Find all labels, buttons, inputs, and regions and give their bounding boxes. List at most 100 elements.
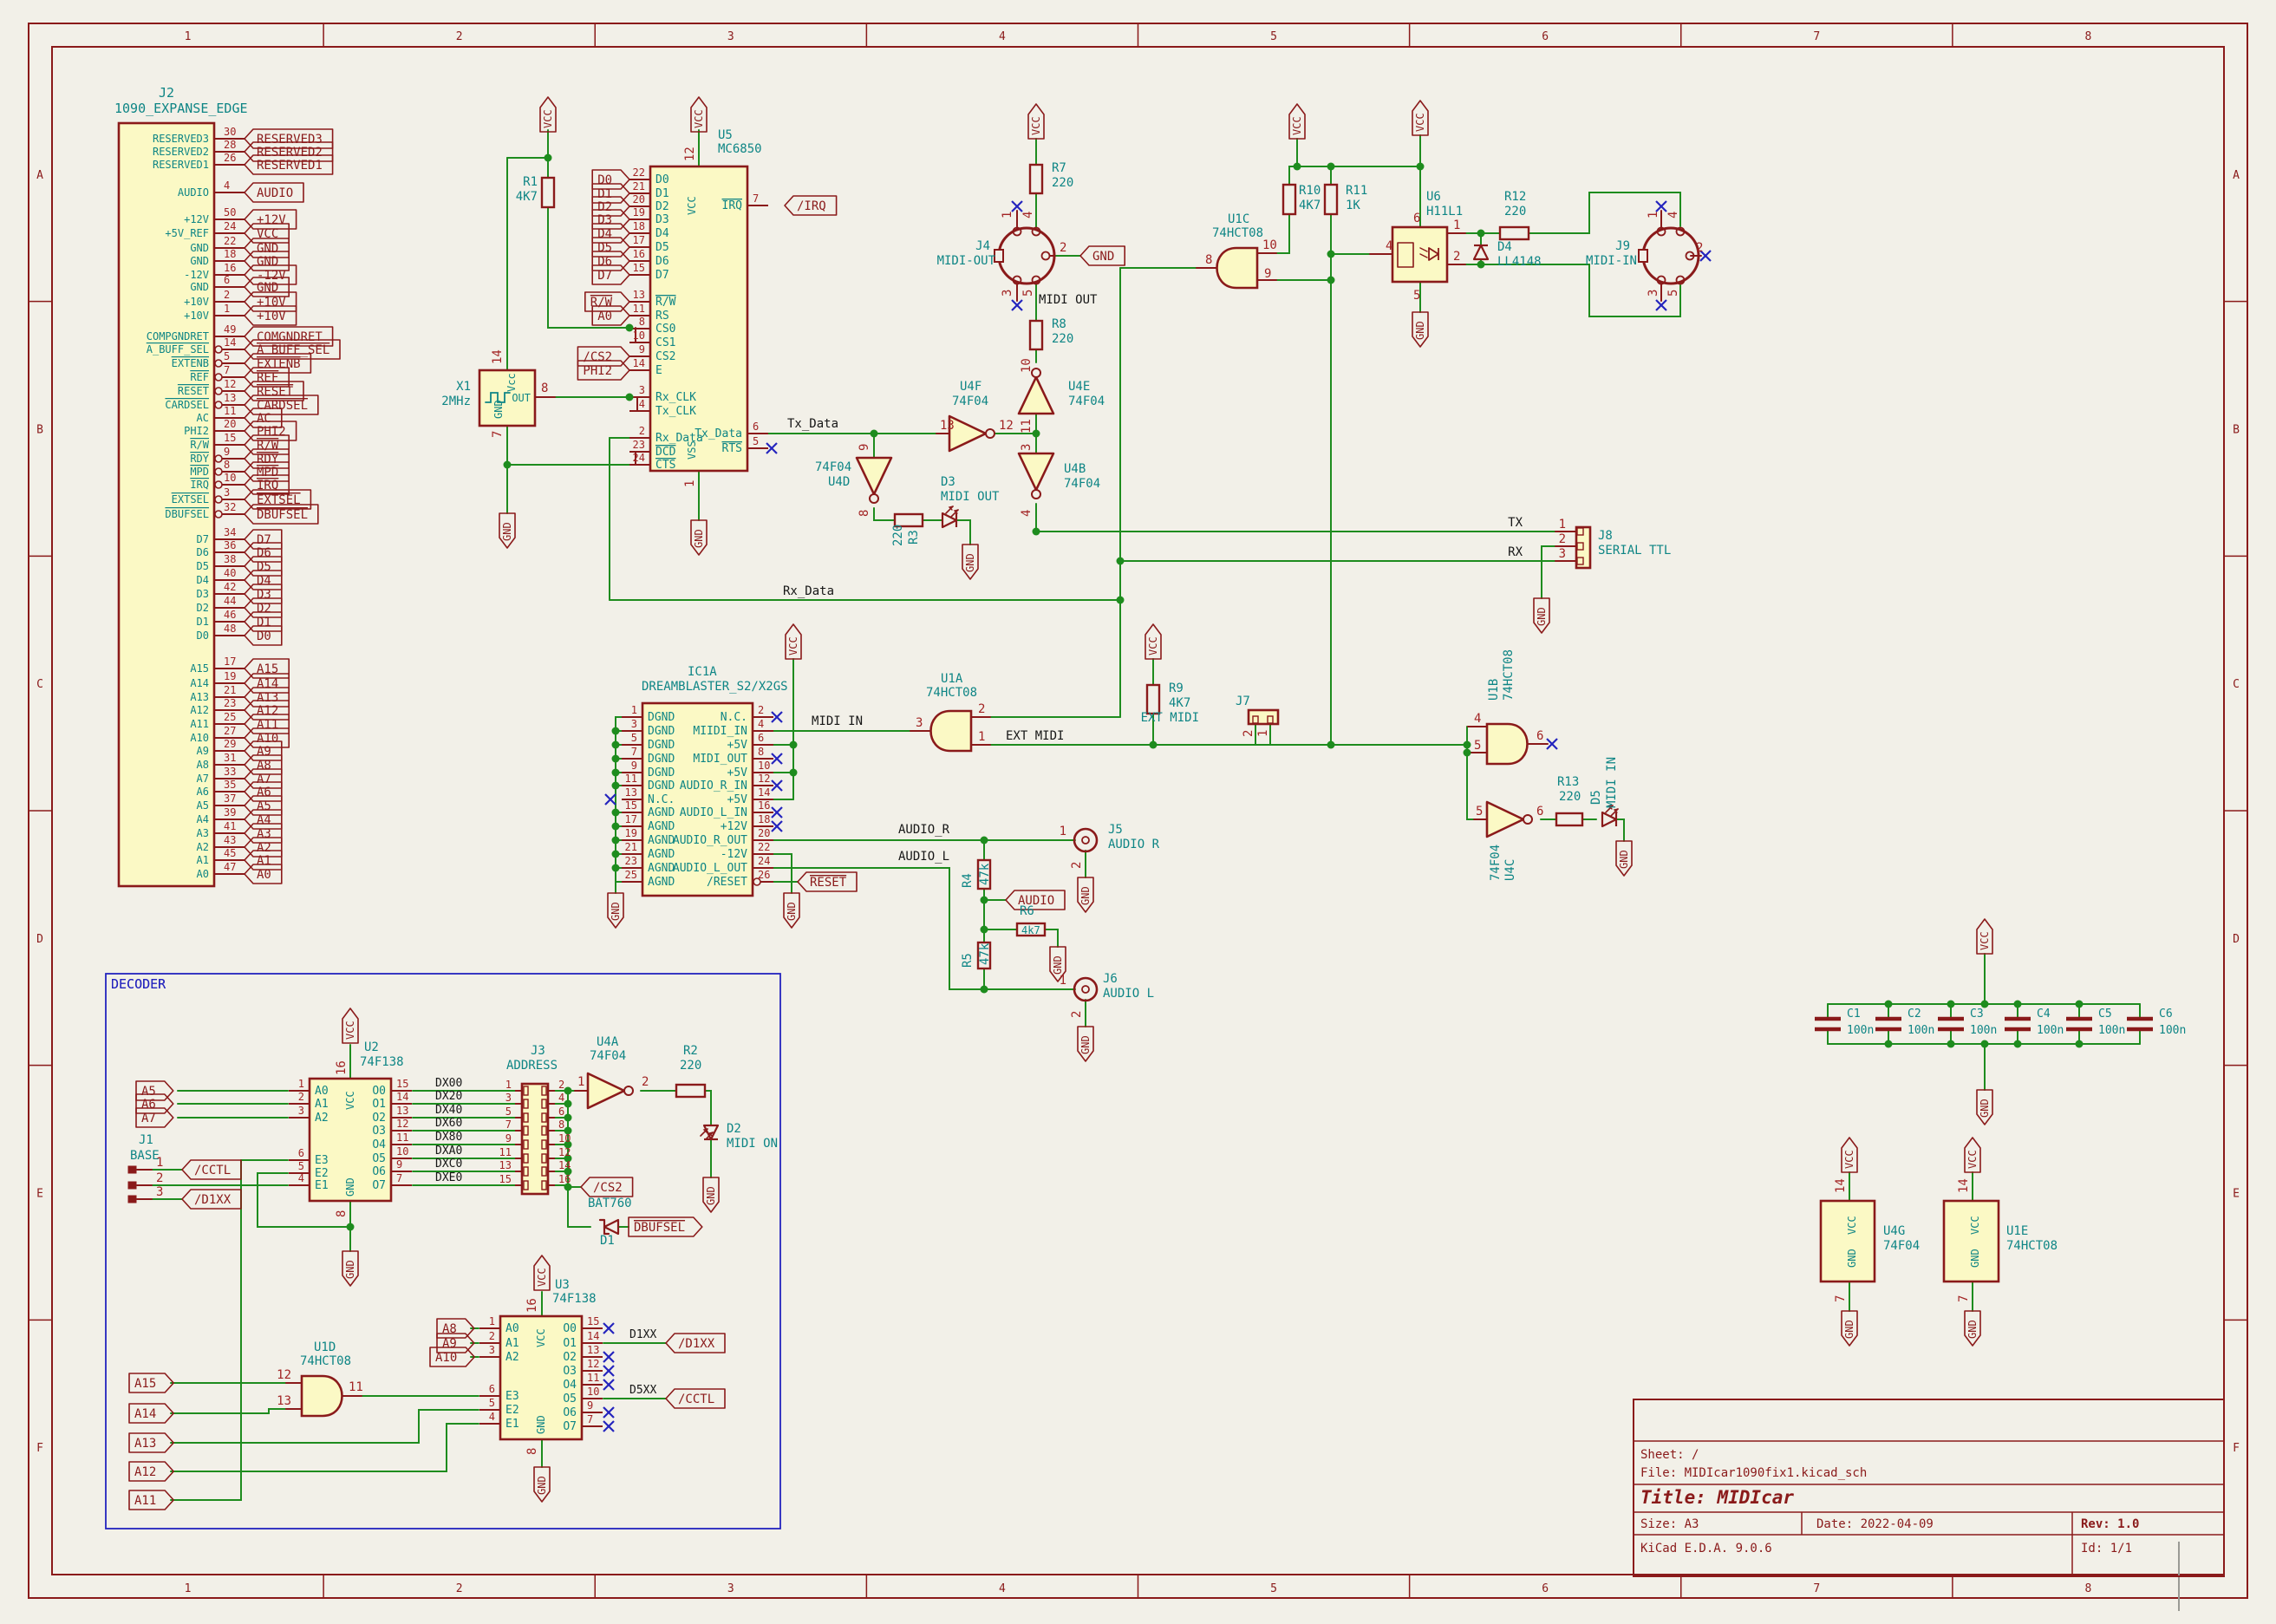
vcc-power-flag[interactable]: VCC <box>533 1255 551 1291</box>
component-resistor-4[interactable] <box>1323 183 1339 216</box>
gnd-power-flag[interactable]: GND <box>702 1177 720 1213</box>
net-label-a7[interactable]: A7 <box>135 1107 174 1128</box>
net-label-audio[interactable]: AUDIO <box>1005 890 1066 910</box>
component-u6-optocoupler[interactable] <box>1391 225 1449 284</box>
component-and-gate-1[interactable] <box>929 709 973 753</box>
component-and-gate-0[interactable] <box>1216 246 1259 290</box>
gnd-power-flag[interactable]: GND <box>499 512 516 549</box>
component-inverter-5[interactable] <box>1017 368 1055 415</box>
component-inverter-3[interactable] <box>855 456 893 504</box>
vcc-power-flag[interactable]: VCC <box>1145 623 1162 660</box>
net-label-a-buff-sel[interactable]: A_BUFF_SEL <box>244 339 341 360</box>
net-label-reserved2[interactable]: RESERVED2 <box>244 141 334 162</box>
component-j7-ext-midi-jumper[interactable] <box>1247 708 1280 726</box>
net-label-gnd[interactable]: GND <box>244 277 290 297</box>
vcc-power-flag[interactable]: VCC <box>342 1008 359 1044</box>
net-label-reserved1[interactable]: RESERVED1 <box>244 154 334 175</box>
net-label-reserved3[interactable]: RESERVED3 <box>244 128 334 149</box>
component-inverter-0[interactable] <box>948 414 995 453</box>
component-cap-c4[interactable] <box>2005 1016 2031 1032</box>
net-label-a15[interactable]: A15 <box>128 1373 174 1393</box>
net-label-a13[interactable]: A13 <box>244 687 290 708</box>
component-resistor-6[interactable] <box>1145 683 1161 715</box>
gnd-power-flag[interactable]: GND <box>342 1250 359 1287</box>
vcc-power-flag[interactable]: VCC <box>1027 103 1045 140</box>
component-diode-3[interactable] <box>700 1124 720 1141</box>
gnd-power-flag[interactable]: GND <box>1976 1089 1993 1125</box>
net-label-a15[interactable]: A15 <box>244 658 290 679</box>
component-u3[interactable] <box>499 1314 584 1441</box>
net-label--d1xx[interactable]: /D1XX <box>665 1333 726 1353</box>
component-cap-c1[interactable] <box>1815 1016 1841 1032</box>
gnd-power-flag[interactable]: GND <box>1077 1026 1094 1062</box>
component-j3-address-header[interactable] <box>520 1082 550 1196</box>
vcc-power-flag[interactable]: VCC <box>1412 100 1429 136</box>
gnd-power-flag[interactable]: GND <box>1841 1310 1858 1347</box>
component-cap-c5[interactable] <box>2066 1016 2092 1032</box>
net-label--d1xx[interactable]: /D1XX <box>181 1189 242 1210</box>
vcc-power-flag[interactable]: VCC <box>1288 103 1306 140</box>
gnd-power-flag[interactable]: GND <box>962 544 979 580</box>
gnd-power-flag[interactable]: GND <box>607 892 624 929</box>
net-label-cardsel[interactable]: CARDSEL <box>244 395 319 415</box>
net-label-rdy[interactable]: RDY <box>244 448 290 469</box>
net-label-extsel[interactable]: EXTSEL <box>244 489 312 510</box>
net-flags[interactable]: /IRQGNDRESETAUDIO/CS2/CCTL/D1XX/D1XX/CCT… <box>128 96 1993 1510</box>
gnd-power-flag[interactable]: GND <box>783 892 800 929</box>
net-label-a0[interactable]: A0 <box>244 864 283 884</box>
component-resistor-8[interactable] <box>893 512 924 528</box>
component-inverter-4[interactable] <box>1017 452 1055 499</box>
component-cap-c2[interactable] <box>1875 1016 1901 1032</box>
component-u5[interactable] <box>649 165 749 473</box>
component-resistor-5[interactable] <box>1498 225 1530 241</box>
vcc-power-flag[interactable]: VCC <box>690 96 708 133</box>
net-label-mpd[interactable]: MPD <box>244 461 290 482</box>
component-resistor-3[interactable] <box>1281 183 1297 216</box>
component-resistor-11[interactable] <box>1015 922 1047 937</box>
component-resistor-12[interactable] <box>675 1083 707 1099</box>
net-label-d7[interactable]: D7 <box>591 264 630 285</box>
net-label-a10[interactable]: A10 <box>244 727 290 748</box>
component-resistor-1[interactable] <box>1028 163 1044 195</box>
vcc-power-flag[interactable]: VCC <box>1841 1137 1858 1173</box>
net-label--cctl[interactable]: /CCTL <box>181 1159 242 1180</box>
net-label-gnd[interactable]: GND <box>1079 245 1125 266</box>
vcc-power-flag[interactable]: VCC <box>785 623 802 660</box>
component-j8-serial-ttl[interactable] <box>1575 525 1592 570</box>
component-cap-c3[interactable] <box>1938 1016 1964 1032</box>
component-bodies[interactable] <box>117 121 2153 1441</box>
component-resistor-7[interactable] <box>1555 812 1584 827</box>
gnd-power-flag[interactable]: GND <box>533 1466 551 1503</box>
net-label-ac[interactable]: AC <box>244 408 283 428</box>
net-label-d0[interactable]: D0 <box>244 625 283 646</box>
component-din-midi-out[interactable] <box>994 226 1056 285</box>
net-label-a12[interactable]: A12 <box>128 1461 174 1482</box>
net-label-reset[interactable]: RESET <box>797 871 858 892</box>
vcc-power-flag[interactable]: VCC <box>1964 1137 1981 1173</box>
gnd-power-flag[interactable]: GND <box>1964 1310 1981 1347</box>
net-label-dbufsel[interactable]: DBUFSEL <box>244 504 319 525</box>
net-label--12v[interactable]: -12V <box>244 264 297 285</box>
net-label-gnd[interactable]: GND <box>244 238 290 258</box>
component-u2[interactable] <box>308 1077 393 1203</box>
net-label-d7[interactable]: D7 <box>244 529 283 550</box>
component-u4g-power[interactable] <box>1819 1199 1876 1283</box>
component-u1e-power[interactable] <box>1942 1199 2000 1283</box>
net-label-dbufsel[interactable]: DBUFSEL <box>628 1216 703 1237</box>
component-resistor-9[interactable] <box>976 858 992 890</box>
component-inverter-1[interactable] <box>586 1072 634 1110</box>
net-label-irq[interactable]: IRQ <box>244 474 290 495</box>
component-and-gate-3[interactable] <box>300 1374 343 1418</box>
net-label-comgndret[interactable]: COMGNDRET <box>244 326 334 347</box>
component-diode-4[interactable] <box>598 1218 620 1236</box>
net-label-audio[interactable]: AUDIO <box>244 182 304 203</box>
component-cap-c6[interactable] <box>2127 1016 2153 1032</box>
gnd-power-flag[interactable]: GND <box>690 519 708 556</box>
net-label-phi2[interactable]: PHI2 <box>577 360 630 381</box>
vcc-power-flag[interactable]: VCC <box>1976 918 1993 955</box>
gnd-power-flag[interactable]: GND <box>1412 311 1429 348</box>
net-label-vcc[interactable]: VCC <box>244 223 290 244</box>
vcc-power-flag[interactable]: VCC <box>539 96 557 133</box>
component-x1-oscillator[interactable] <box>478 368 537 427</box>
component-j2[interactable] <box>117 121 223 888</box>
